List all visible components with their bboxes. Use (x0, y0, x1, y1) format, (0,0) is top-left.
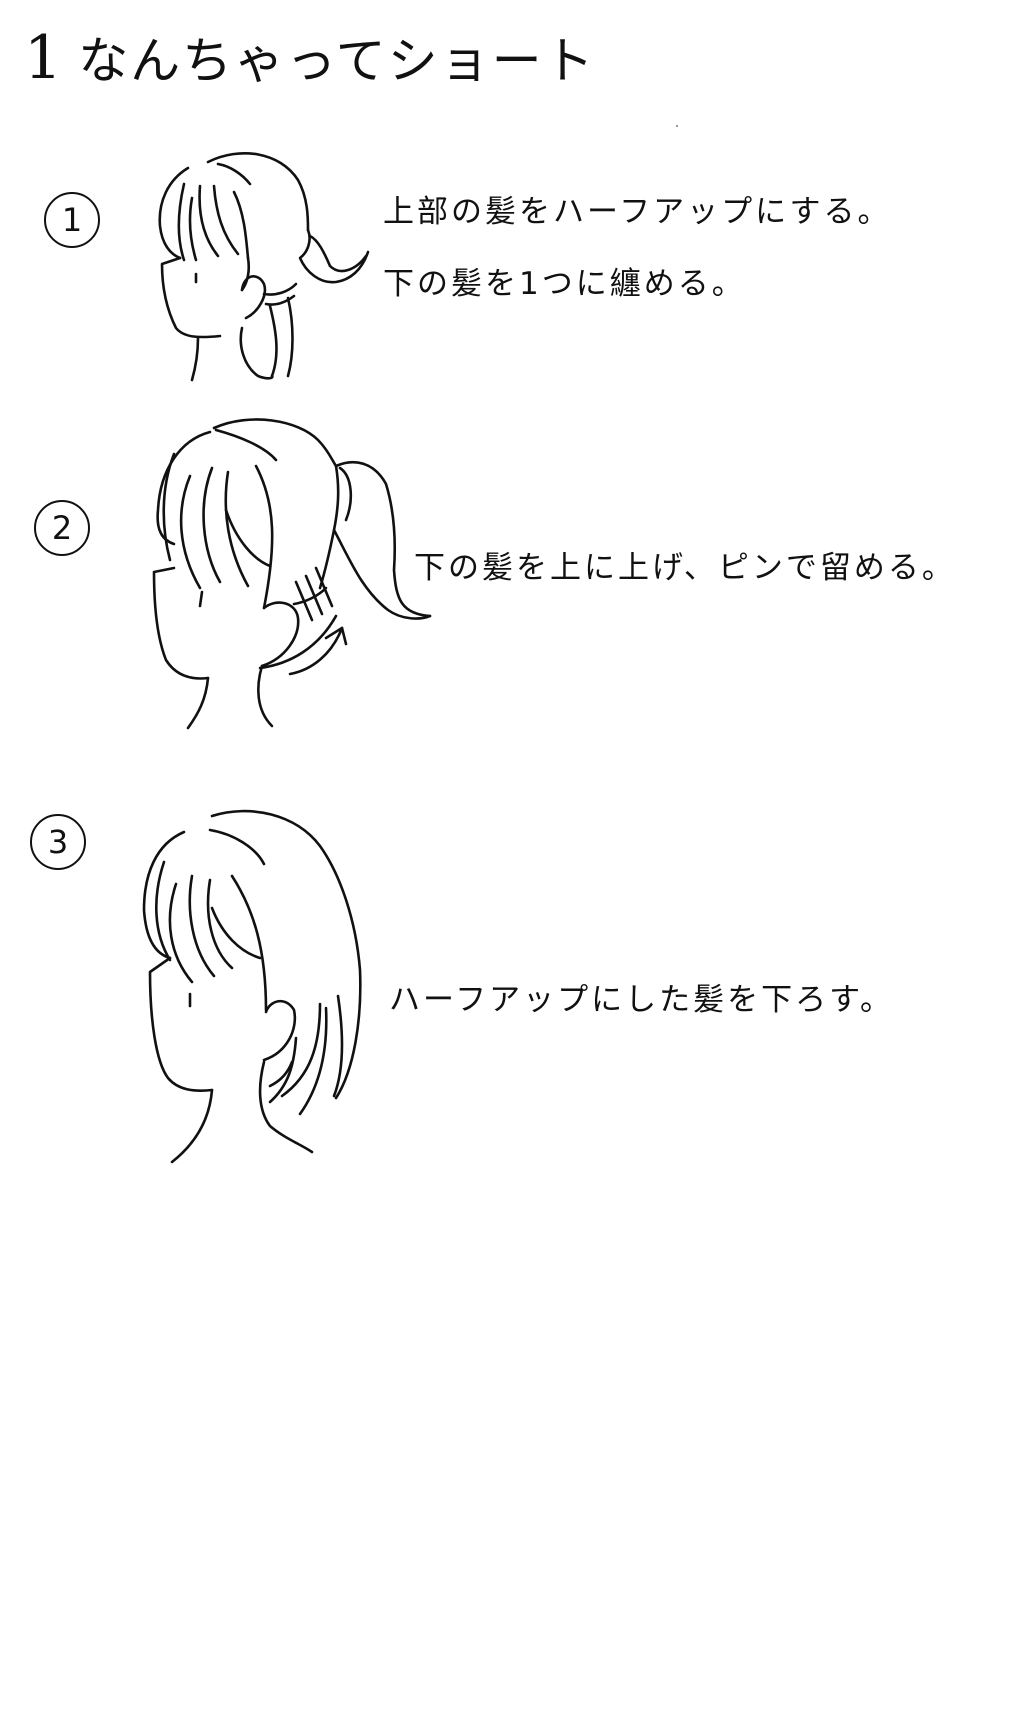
step-caption: 下の髪を1つに纏める。 (383, 266, 746, 302)
step-caption: 下の髪を上に上げ、ピンで留める。 (414, 550, 956, 586)
step-number: 2 (51, 509, 73, 547)
step-number: 1 (61, 201, 83, 239)
step-number-badge: 2 (34, 500, 90, 556)
half-up-ponytail-illustration (158, 151, 370, 382)
step-number-badge: 1 (44, 192, 100, 248)
step-caption: 上部の髪をハーフアップにする。 (383, 194, 892, 230)
lifted-pinned-hair-illustration (152, 418, 432, 730)
half-up-let-down-illustration (142, 809, 362, 1164)
title-text: なんちゃってショート (78, 32, 596, 90)
step-caption: ハーフアップにした髪を下ろす。 (389, 982, 895, 1018)
title-number: 1 (24, 23, 65, 93)
stray-mark (676, 125, 678, 127)
step-number-badge: 3 (30, 814, 86, 870)
step-number: 3 (47, 823, 69, 861)
